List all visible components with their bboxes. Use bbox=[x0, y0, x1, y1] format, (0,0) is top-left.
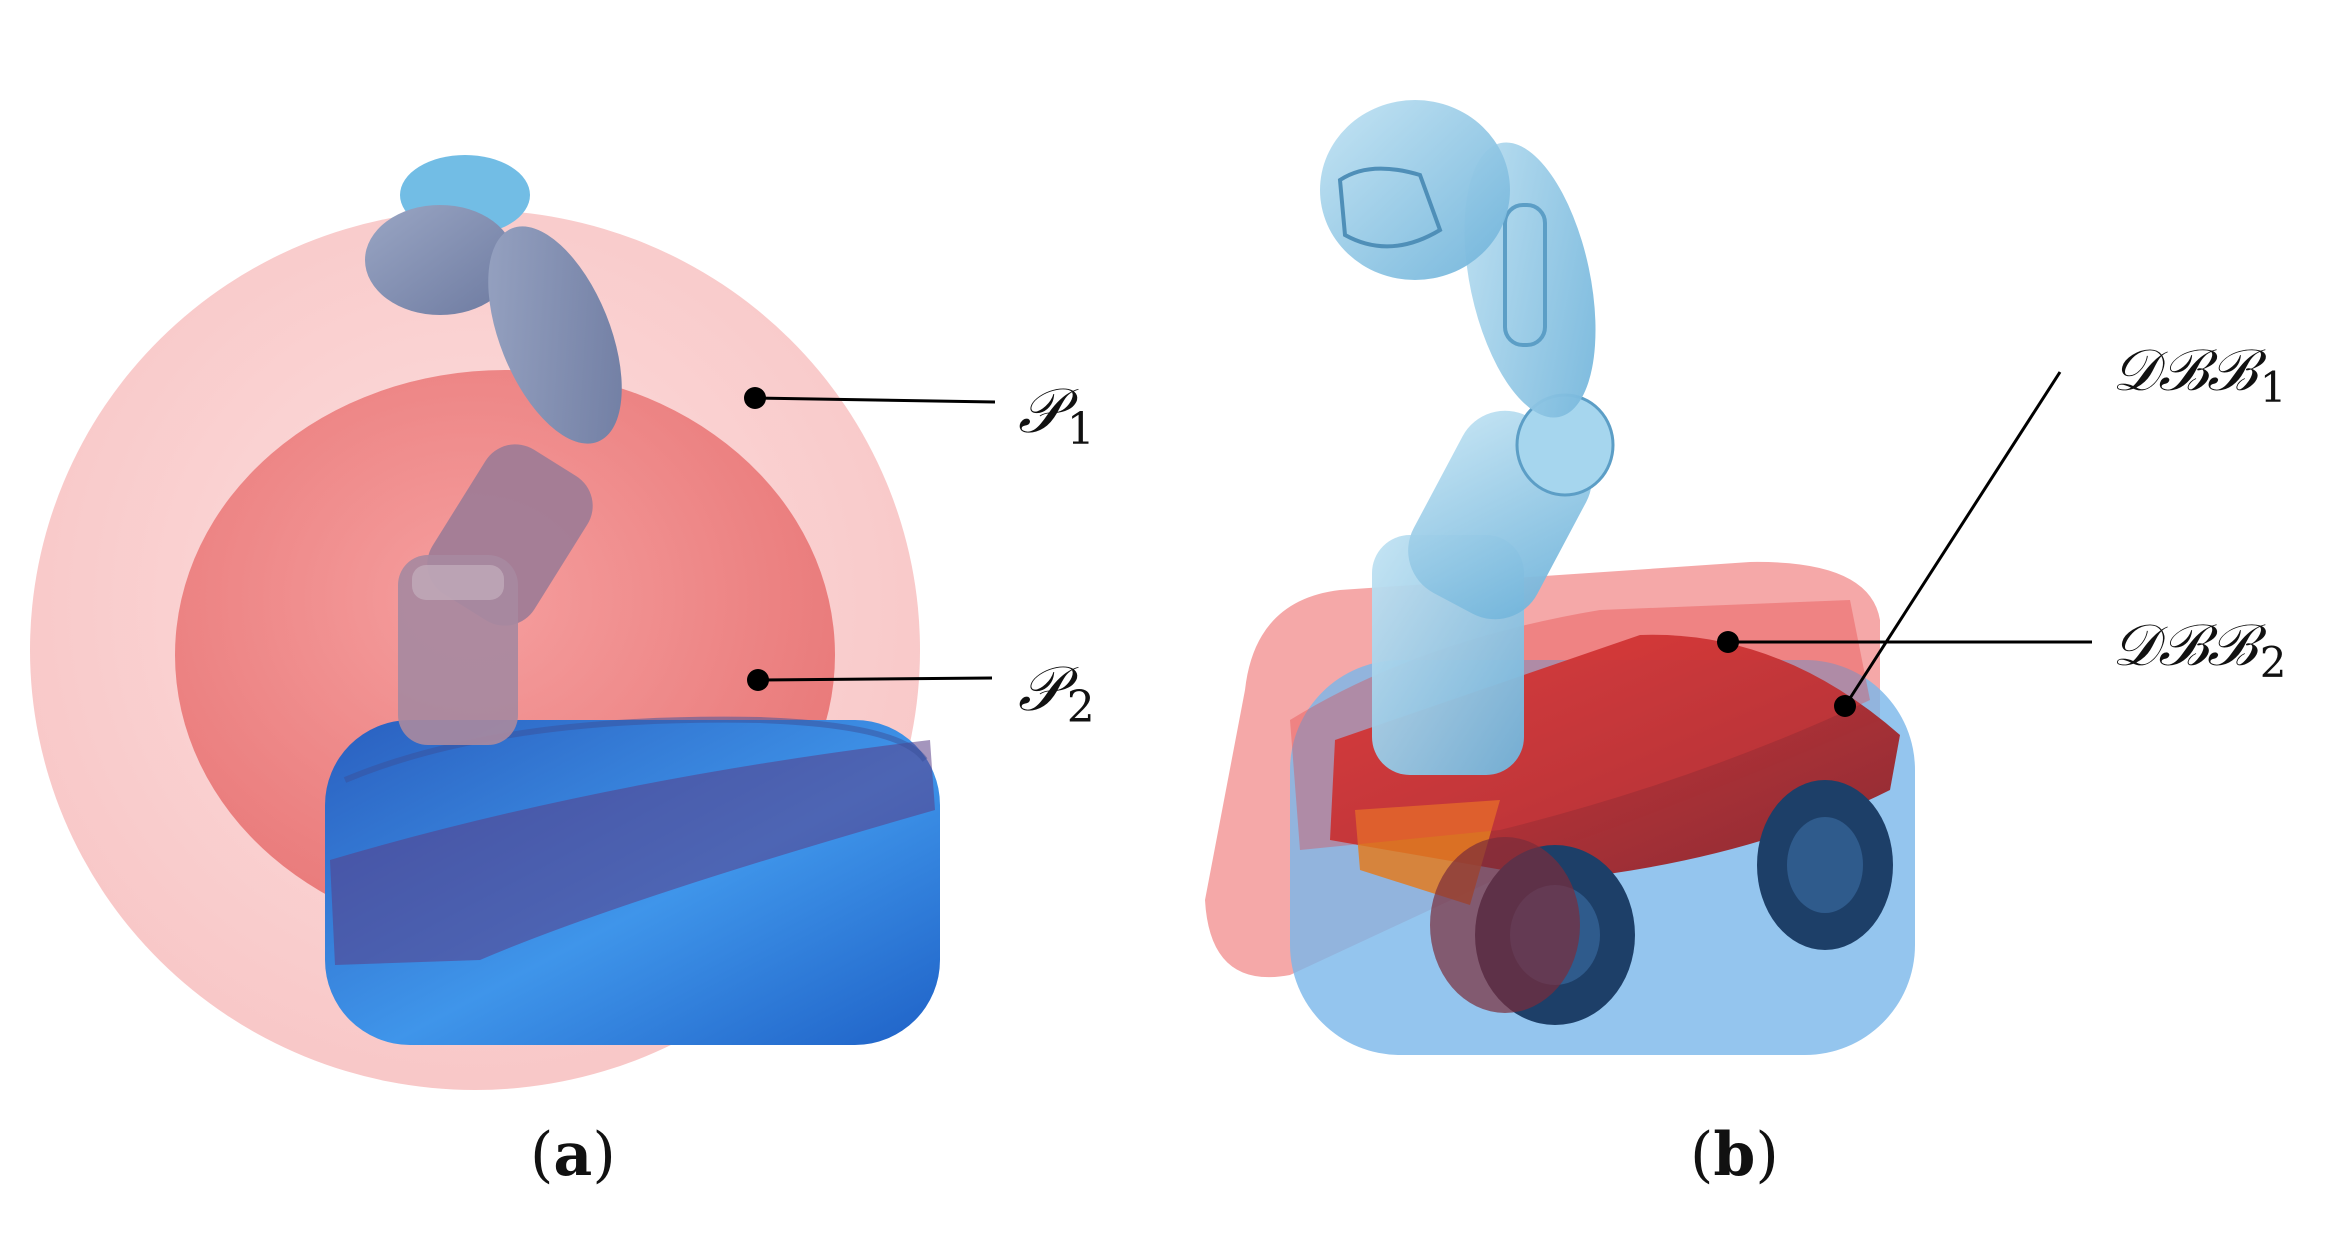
label-p2: 𝒫2 bbox=[1018, 652, 1095, 733]
leader-dot-dbb2 bbox=[1717, 631, 1739, 653]
leader-line-dbb1 bbox=[1843, 371, 2062, 707]
label-dbb1: 𝒟ℬℬ1 bbox=[2112, 336, 2286, 412]
caption-a: (a) bbox=[530, 1120, 616, 1190]
leader-dot-dbb1 bbox=[1834, 695, 1856, 717]
robot-arm-a bbox=[365, 155, 622, 745]
robot-arm-b bbox=[1320, 100, 1615, 775]
label-p1: 𝒫1 bbox=[1018, 374, 1095, 455]
panel-b: 𝒟ℬℬ1 𝒟ℬℬ2 (b) bbox=[1205, 100, 2286, 1190]
leader-line-p1 bbox=[754, 396, 996, 404]
caption-b: (b) bbox=[1690, 1120, 1779, 1190]
wheels bbox=[1430, 780, 1893, 1025]
panel-a: 𝒫1 𝒫2 (a) bbox=[30, 155, 1095, 1190]
leader-line-p2 bbox=[757, 676, 993, 682]
mobile-base-a bbox=[325, 716, 940, 1045]
leader-dot-p1 bbox=[744, 387, 766, 409]
label-dbb2: 𝒟ℬℬ2 bbox=[2112, 611, 2286, 687]
leader-dot-p2 bbox=[747, 669, 769, 691]
